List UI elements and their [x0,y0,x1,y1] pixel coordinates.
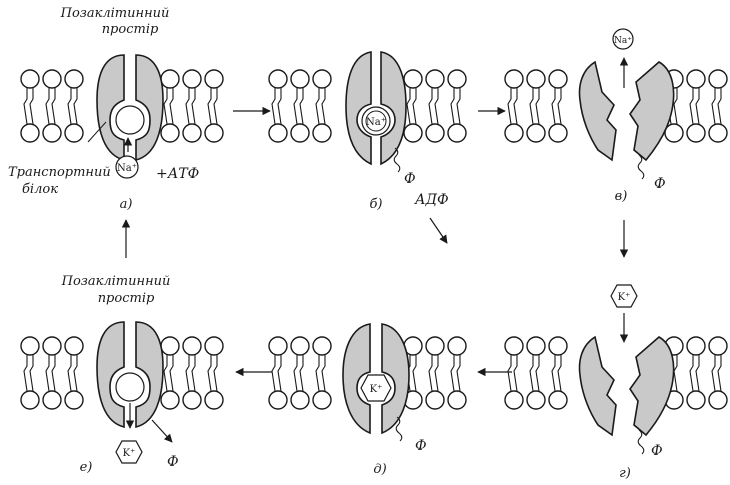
extracellular-label-bottom-2: простір [98,291,155,306]
phosphate-label-d: Ф [651,443,663,459]
phosphate-label-f: Ф [167,454,179,470]
stage-label-f: е) [80,460,93,475]
stage-label-e: д) [373,462,386,477]
phospholipid [549,337,567,409]
phospholipid [426,70,444,142]
phospholipid [313,70,331,142]
stage-label-b: б) [369,197,382,212]
phosphate-label-e: Ф [415,438,427,454]
phospholipid [709,337,727,409]
phospholipid [687,337,705,409]
phospholipid [291,70,309,142]
phospholipid [527,70,545,142]
stage-a: Na⁺ Позаклітинний простір Транспортний б… [8,6,223,212]
atp-label: +АТФ [156,166,199,182]
phospholipid [183,70,201,142]
svg-text:K⁺: K⁺ [370,384,383,395]
phospholipid [448,337,466,409]
svg-text:Na⁺: Na⁺ [614,36,632,46]
phospholipid [43,337,61,409]
lipid-bilayer [505,337,727,409]
sodium-ion-released: Na⁺ [613,29,633,49]
stage-label-d: г) [619,466,631,481]
svg-text:Na⁺: Na⁺ [366,117,386,128]
phospholipid [43,70,61,142]
svg-text:K⁺: K⁺ [618,292,631,303]
phospholipid [448,70,466,142]
transport-protein-open-outward [580,337,674,454]
phospholipid [205,337,223,409]
phospholipid [709,70,727,142]
phospholipid [205,70,223,142]
phosphate-label-c: Ф [654,176,666,192]
stage-f: K⁺ Ф Позаклітинний простір е) [21,274,223,475]
phospholipid [269,337,287,409]
adp-release-arrow [430,218,447,243]
potassium-ion-bound: K⁺ [361,375,391,401]
transport-protein-open-outward [580,62,674,179]
transport-protein [97,55,163,160]
phospholipid [505,337,523,409]
phospholipid [313,337,331,409]
stage-d: K⁺ Ф г) [505,285,727,481]
phospholipid [269,70,287,142]
stage-label-a: а) [120,197,133,212]
phospholipid [291,337,309,409]
transport-protein-label-2: білок [22,182,58,197]
phosphate-label-b: Ф [404,171,416,187]
svg-text:K⁺: K⁺ [123,448,136,459]
stage-e: K⁺ Ф д) [269,324,466,477]
phosphate-release-arrow [152,420,172,442]
potassium-ion: K⁺ [611,285,637,307]
phospholipid [505,70,523,142]
phospholipid [527,337,545,409]
stage-c: Na⁺ Ф в) [505,29,727,204]
extracellular-label-top-1: Позаклітинний [60,6,170,21]
phospholipid [549,70,567,142]
sodium-ion: Na⁺ [116,156,138,178]
svg-text:Na⁺: Na⁺ [117,163,137,174]
phospholipid [65,337,83,409]
extracellular-label-bottom-1: Позаклітинний [61,274,171,289]
transport-protein-label-1: Транспортний [8,165,111,180]
potassium-ion-released: K⁺ [116,441,142,463]
phospholipid [426,337,444,409]
adp-label: АДФ [414,192,449,208]
phospholipid [687,70,705,142]
sodium-ion-bound: Na⁺ [362,107,390,135]
stage-b: Na⁺ Ф АДФ б) [269,52,466,243]
phospholipid [21,337,39,409]
stage-label-c: в) [615,189,628,204]
extracellular-label-top-2: простір [102,22,159,37]
phospholipid [65,70,83,142]
phospholipid [183,337,201,409]
phospholipid [21,70,39,142]
